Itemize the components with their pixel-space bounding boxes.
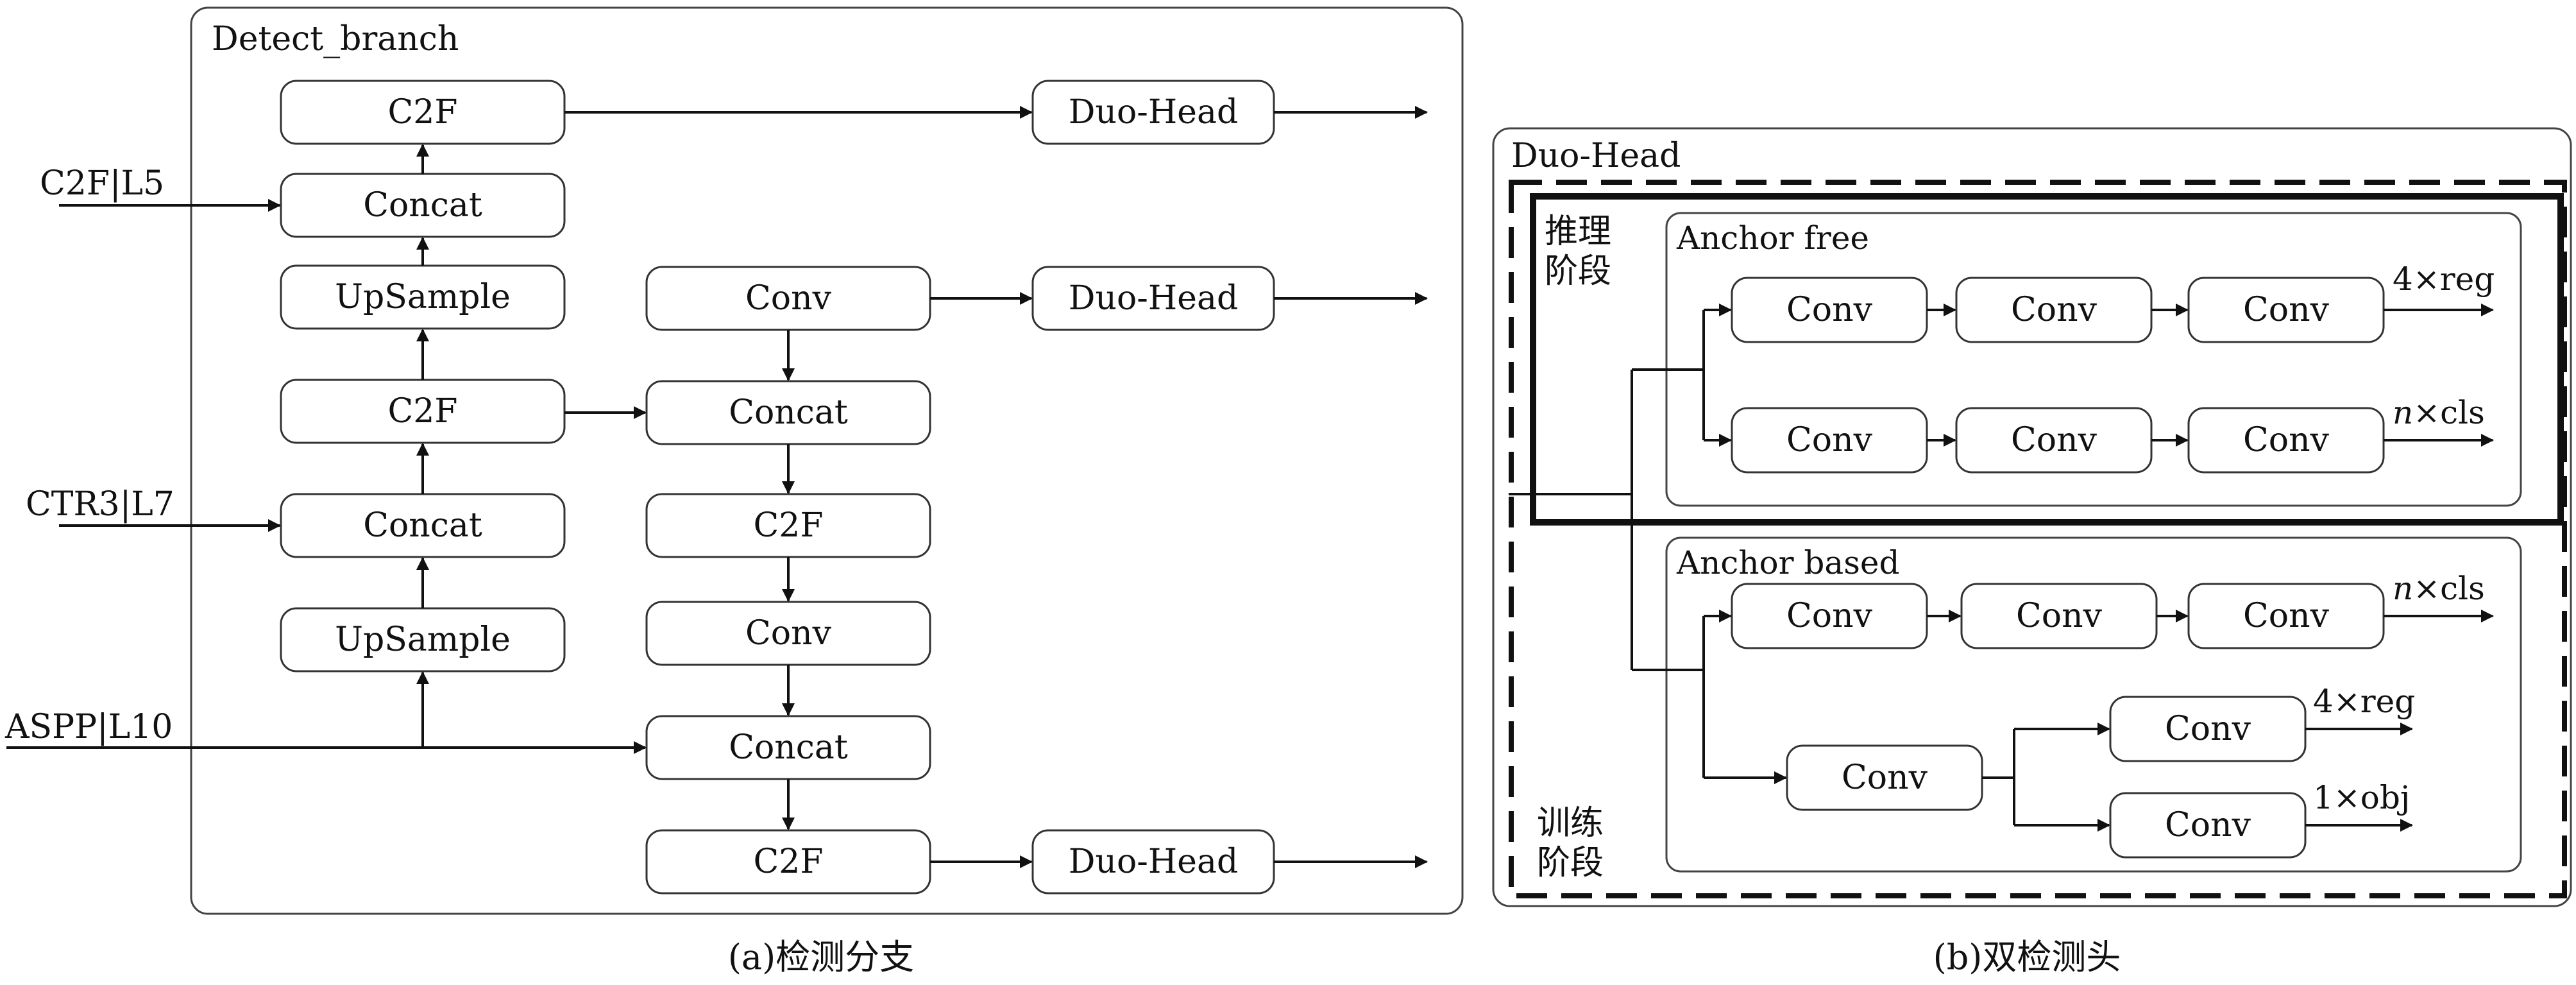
svg-text:Conv: Conv bbox=[2011, 421, 2097, 459]
node-head-mid: Duo-Head bbox=[1031, 266, 1275, 331]
node-conv-r1: Conv bbox=[645, 266, 931, 331]
anchor-based-frame bbox=[1665, 536, 2522, 873]
ab-row1-output: n×cls bbox=[2393, 570, 2485, 607]
panel-a-connections bbox=[6, 106, 1428, 868]
af-row2-conv3: Conv bbox=[2187, 407, 2385, 474]
svg-text:UpSample: UpSample bbox=[335, 621, 511, 659]
node-head-bottom: Duo-Head bbox=[1031, 829, 1275, 895]
panel-a-caption: (a)检测分支 bbox=[728, 937, 914, 977]
panel-a-title: Detect_branch bbox=[212, 20, 459, 58]
node-conv-r2: Conv bbox=[645, 601, 931, 666]
af-row1-output: 4×reg bbox=[2393, 261, 2495, 298]
training-region bbox=[1509, 180, 2567, 898]
panel-a: Detect_branch C2F|L5 CTR3|L7 ASPP|L10 C2… bbox=[4, 6, 1464, 977]
node-upsample-2: UpSample bbox=[280, 607, 566, 672]
svg-text:Conv: Conv bbox=[2016, 597, 2103, 635]
node-c2f-mid: C2F bbox=[280, 379, 566, 444]
svg-text:Conv: Conv bbox=[2243, 597, 2330, 635]
svg-text:UpSample: UpSample bbox=[335, 278, 511, 316]
svg-text:Duo-Head: Duo-Head bbox=[1069, 279, 1238, 318]
svg-text:Conv: Conv bbox=[745, 279, 832, 318]
ab-split-conv: Conv bbox=[1786, 744, 1983, 811]
anchor-based-title: Anchor based bbox=[1676, 544, 1900, 581]
ab-branch-up-conv: Conv bbox=[2109, 696, 2307, 762]
svg-text:Conv: Conv bbox=[2243, 421, 2330, 459]
inference-region bbox=[1530, 193, 2564, 526]
af-row2-output: n×cls bbox=[2393, 394, 2485, 431]
node-concat-r1: Concat bbox=[645, 380, 931, 445]
node-concat-1: Concat bbox=[280, 173, 566, 238]
svg-text:Concat: Concat bbox=[363, 506, 482, 545]
node-c2f-top: C2F bbox=[280, 80, 566, 145]
svg-text:Conv: Conv bbox=[1786, 421, 1873, 459]
svg-text:Duo-Head: Duo-Head bbox=[1069, 843, 1238, 881]
svg-text:Conv: Conv bbox=[2011, 291, 2097, 329]
input-ctr3-l7: CTR3|L7 bbox=[26, 485, 174, 524]
af-row1-conv3: Conv bbox=[2187, 277, 2385, 343]
svg-text:C2F: C2F bbox=[388, 93, 458, 132]
node-c2f-r1: C2F bbox=[645, 493, 931, 558]
training-stage-line1: 训练 bbox=[1537, 804, 1604, 843]
svg-text:Concat: Concat bbox=[729, 728, 848, 767]
panel-a-frame bbox=[190, 6, 1464, 915]
anchor-free-title: Anchor free bbox=[1676, 219, 1869, 257]
svg-text:Concat: Concat bbox=[729, 393, 848, 432]
svg-text:Duo-Head: Duo-Head bbox=[1069, 93, 1238, 132]
anchor-free-frame bbox=[1665, 212, 2522, 507]
ab-branch-down-conv: Conv bbox=[2109, 792, 2307, 859]
svg-text:Conv: Conv bbox=[2165, 806, 2251, 844]
svg-text:Conv: Conv bbox=[2165, 710, 2251, 748]
svg-text:C2F: C2F bbox=[388, 392, 458, 431]
input-c2f-l5: C2F|L5 bbox=[40, 164, 164, 203]
panel-b: Duo-Head 推理 阶段 训练 阶段 Anchor free Anchor … bbox=[1492, 127, 2572, 977]
panel-b-caption: (b)双检测头 bbox=[1933, 937, 2121, 977]
inference-stage-line1: 推理 bbox=[1545, 212, 1611, 251]
svg-text:Conv: Conv bbox=[745, 614, 832, 653]
af-row2-conv1: Conv bbox=[1731, 407, 1928, 474]
af-row1-conv1: Conv bbox=[1731, 277, 1928, 343]
panel-b-frame bbox=[1492, 127, 2572, 907]
svg-text:C2F: C2F bbox=[754, 506, 824, 545]
af-row2-conv2: Conv bbox=[1955, 407, 2153, 474]
svg-text:Conv: Conv bbox=[2243, 291, 2330, 329]
node-upsample-1: UpSample bbox=[280, 264, 566, 330]
inference-stage-line2: 阶段 bbox=[1545, 252, 1611, 291]
panel-b-title: Duo-Head bbox=[1511, 137, 1681, 175]
svg-text:Conv: Conv bbox=[1786, 291, 1873, 329]
ab-row1-conv1: Conv bbox=[1731, 583, 1928, 649]
af-row1-conv2: Conv bbox=[1955, 277, 2153, 343]
ab-branch-up-output: 4×reg bbox=[2313, 683, 2415, 720]
ab-branch-down-output: 1×obj bbox=[2313, 779, 2410, 816]
svg-text:Conv: Conv bbox=[1786, 597, 1873, 635]
ab-row1-conv2: Conv bbox=[1960, 583, 2158, 649]
svg-text:Concat: Concat bbox=[363, 186, 482, 225]
svg-text:C2F: C2F bbox=[754, 843, 824, 881]
node-concat-2: Concat bbox=[280, 493, 566, 558]
input-aspp-l10: ASPP|L10 bbox=[4, 708, 173, 746]
node-head-top: Duo-Head bbox=[1031, 80, 1275, 145]
ab-row1-conv3: Conv bbox=[2187, 583, 2385, 649]
training-stage-line2: 阶段 bbox=[1537, 844, 1604, 882]
panel-b-connections bbox=[1509, 304, 2494, 832]
node-c2f-r2: C2F bbox=[645, 829, 931, 895]
node-concat-r2: Concat bbox=[645, 715, 931, 780]
svg-text:Conv: Conv bbox=[1842, 758, 1928, 797]
